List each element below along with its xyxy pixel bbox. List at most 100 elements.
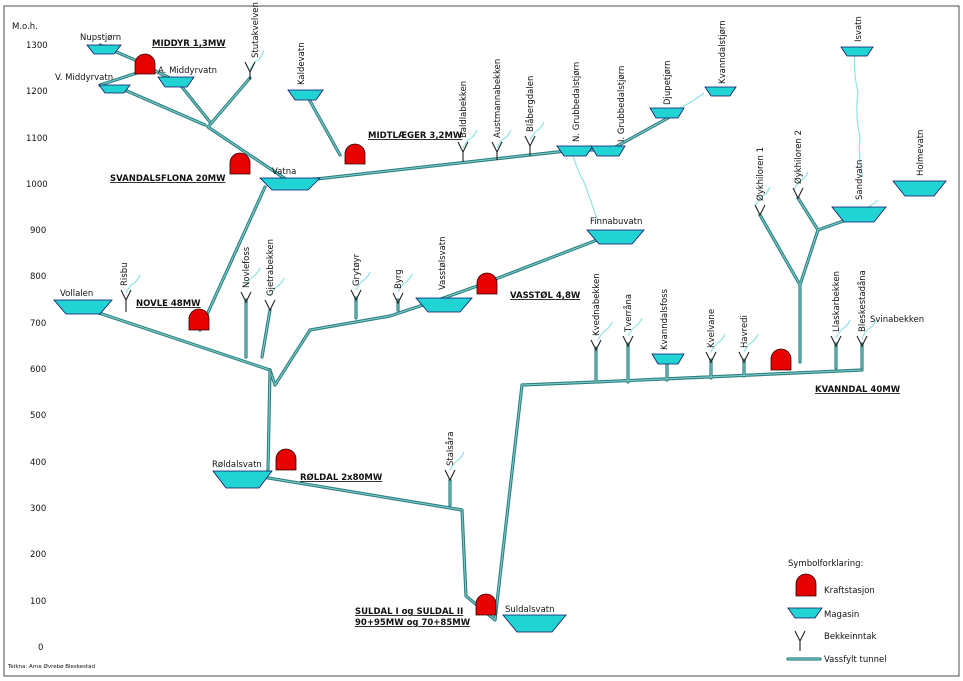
reservoir-label: Kvanndalstjørn bbox=[718, 20, 728, 84]
station-label: VASSTØL 4,8W bbox=[510, 290, 581, 301]
reservoir-sandvatn bbox=[831, 206, 887, 223]
reservoir-label: Kvanndalsfoss bbox=[660, 288, 670, 350]
reservoir-symbols bbox=[53, 44, 947, 633]
legend-title: Symbolforklaring: bbox=[788, 559, 863, 569]
intake-labels: Stutakvelven Baldlabekken Austmannabekke… bbox=[120, 2, 924, 466]
station-label: SVANDALSFLONA 20MW bbox=[110, 174, 226, 184]
intake-blabergdalen bbox=[524, 135, 536, 156]
legend-label: Vassfylt tunnel bbox=[824, 655, 887, 665]
intake-label: Kvelvane bbox=[707, 309, 717, 348]
tick-label: 1000 bbox=[26, 180, 48, 190]
tick-label: 600 bbox=[30, 365, 46, 375]
streams bbox=[125, 49, 879, 471]
intake-baldlabekken bbox=[457, 141, 469, 162]
reservoir-vatna bbox=[259, 177, 321, 191]
intake-grytoyr bbox=[350, 289, 362, 302]
diagram-border bbox=[3, 5, 960, 677]
reservoir-djupetjorn bbox=[649, 107, 685, 119]
reservoir-label: A. Middyrvatn bbox=[158, 66, 217, 76]
intake-tverrana bbox=[622, 335, 634, 348]
intake-stutakvelven bbox=[244, 61, 256, 80]
intake-label: Byrg bbox=[394, 269, 404, 289]
intake-symbols bbox=[120, 61, 868, 482]
intake-oykhiloren-1 bbox=[754, 204, 766, 217]
tunnels bbox=[88, 43, 864, 622]
intake-label: Grytøyr bbox=[352, 253, 362, 286]
reservoir-nupstjorn bbox=[86, 44, 122, 55]
powerstation-vasstol bbox=[476, 272, 498, 295]
tick-label: 1100 bbox=[26, 134, 48, 144]
intake-novlefoss bbox=[240, 291, 252, 304]
altitude-axis: M.o.h. 1300 1200 1100 1000 900 800 700 6… bbox=[12, 22, 48, 653]
intake-kvelvane bbox=[705, 351, 717, 364]
tick-label: 200 bbox=[30, 550, 46, 560]
station-label: MIDTLÆGER 3,2MW bbox=[368, 131, 463, 141]
reservoir-i-grubbedalstjorn bbox=[590, 145, 626, 157]
reservoir-label: Sandvatn bbox=[855, 160, 865, 200]
intake-label: Havredi bbox=[740, 315, 750, 348]
legend-label: Kraftstasjon bbox=[824, 586, 875, 596]
legend-intake-symbol bbox=[794, 630, 806, 651]
reservoir-label: Holmevatn bbox=[916, 130, 926, 176]
tick-label: 500 bbox=[30, 411, 46, 421]
tick-label: 0 bbox=[38, 643, 43, 653]
intake-havredi bbox=[738, 351, 750, 364]
powerstation-kvanndal bbox=[770, 348, 792, 371]
legend-powerstation-symbol bbox=[795, 573, 817, 597]
intake-label: Svinabekken bbox=[870, 315, 924, 325]
legend-label: Bekkeinntak bbox=[824, 632, 877, 642]
intake-austmannabekken bbox=[491, 141, 503, 160]
reservoir-label: Kaldevatn bbox=[297, 42, 307, 85]
reservoir-suldalsvatn bbox=[502, 614, 567, 633]
tick-label: 900 bbox=[30, 226, 46, 236]
intake-label: Øykhiloren 1 bbox=[755, 147, 766, 201]
station-label: SULDAL I og SULDAL II bbox=[355, 607, 463, 617]
reservoir-vasstolsvatn bbox=[415, 297, 473, 313]
reservoir-label: I. Grubbedalstjørn bbox=[617, 66, 627, 142]
reservoir-label: N. Grubbedalstjørn bbox=[572, 62, 582, 142]
reservoir-label: V. Middyrvatn bbox=[55, 73, 113, 83]
station-label: MIDDYR 1,3MW bbox=[152, 39, 226, 49]
legend: Symbolforklaring: Kraftstasjon Magasin B… bbox=[786, 559, 887, 665]
drawing-credit: Teikna: Arne Øvrebø Bleskestad bbox=[7, 663, 95, 670]
intake-stalsara bbox=[444, 469, 456, 482]
powerstation-svandalsflona bbox=[229, 152, 251, 175]
reservoir-label: Nupstjørn bbox=[80, 33, 121, 43]
reservoir-label: Røldalsvatn bbox=[212, 460, 262, 470]
reservoir-vollalen bbox=[53, 299, 113, 315]
intake-svinabekken bbox=[856, 335, 868, 348]
reservoir-label: Djupetjørn bbox=[663, 60, 673, 105]
tick-label: 100 bbox=[30, 597, 46, 607]
powerstation-midtlaeger bbox=[344, 143, 366, 165]
station-label: KVANNDAL 40MW bbox=[815, 385, 901, 395]
legend-reservoir-symbol bbox=[787, 607, 823, 619]
intake-oykhiloren-2 bbox=[792, 187, 804, 200]
powerstation-middyr bbox=[134, 53, 156, 75]
tick-label: 1200 bbox=[26, 87, 48, 97]
intake-label: Stalsåra bbox=[445, 431, 456, 466]
station-labels: MIDDYR 1,3MW MIDTLÆGER 3,2MW SVANDALSFLO… bbox=[110, 39, 901, 628]
intake-label: Gjetrabekken bbox=[266, 239, 276, 296]
reservoir-a-middyrvatn bbox=[157, 76, 195, 88]
intake-label: Tverråna bbox=[623, 294, 634, 333]
axis-title: M.o.h. bbox=[12, 22, 38, 32]
reservoir-roldalsvatn bbox=[212, 470, 273, 489]
station-label: 90+95MW og 70+85MW bbox=[355, 618, 471, 628]
tick-label: 800 bbox=[30, 272, 46, 282]
reservoir-kvanndalstjorn bbox=[704, 86, 737, 97]
station-label: NOVLE 48MW bbox=[136, 299, 201, 309]
reservoir-isvatn bbox=[840, 46, 874, 57]
intake-label: Bleskestadåna bbox=[857, 270, 868, 332]
intake-kvednabekken bbox=[590, 339, 602, 352]
tick-label: 1300 bbox=[26, 41, 48, 51]
reservoir-label: Vatna bbox=[272, 167, 296, 177]
reservoir-label: Vollalen bbox=[60, 289, 93, 299]
station-label: RØLDAL 2x80MW bbox=[300, 472, 383, 483]
intake-label: Baldlabekken bbox=[459, 81, 469, 138]
intake-label: Kvednabekken bbox=[592, 273, 602, 336]
intake-label: Novlefoss bbox=[242, 246, 252, 288]
legend-label: Magasin bbox=[824, 610, 859, 620]
reservoir-n-grubbedalstjorn bbox=[556, 145, 594, 157]
tick-label: 700 bbox=[30, 319, 46, 329]
